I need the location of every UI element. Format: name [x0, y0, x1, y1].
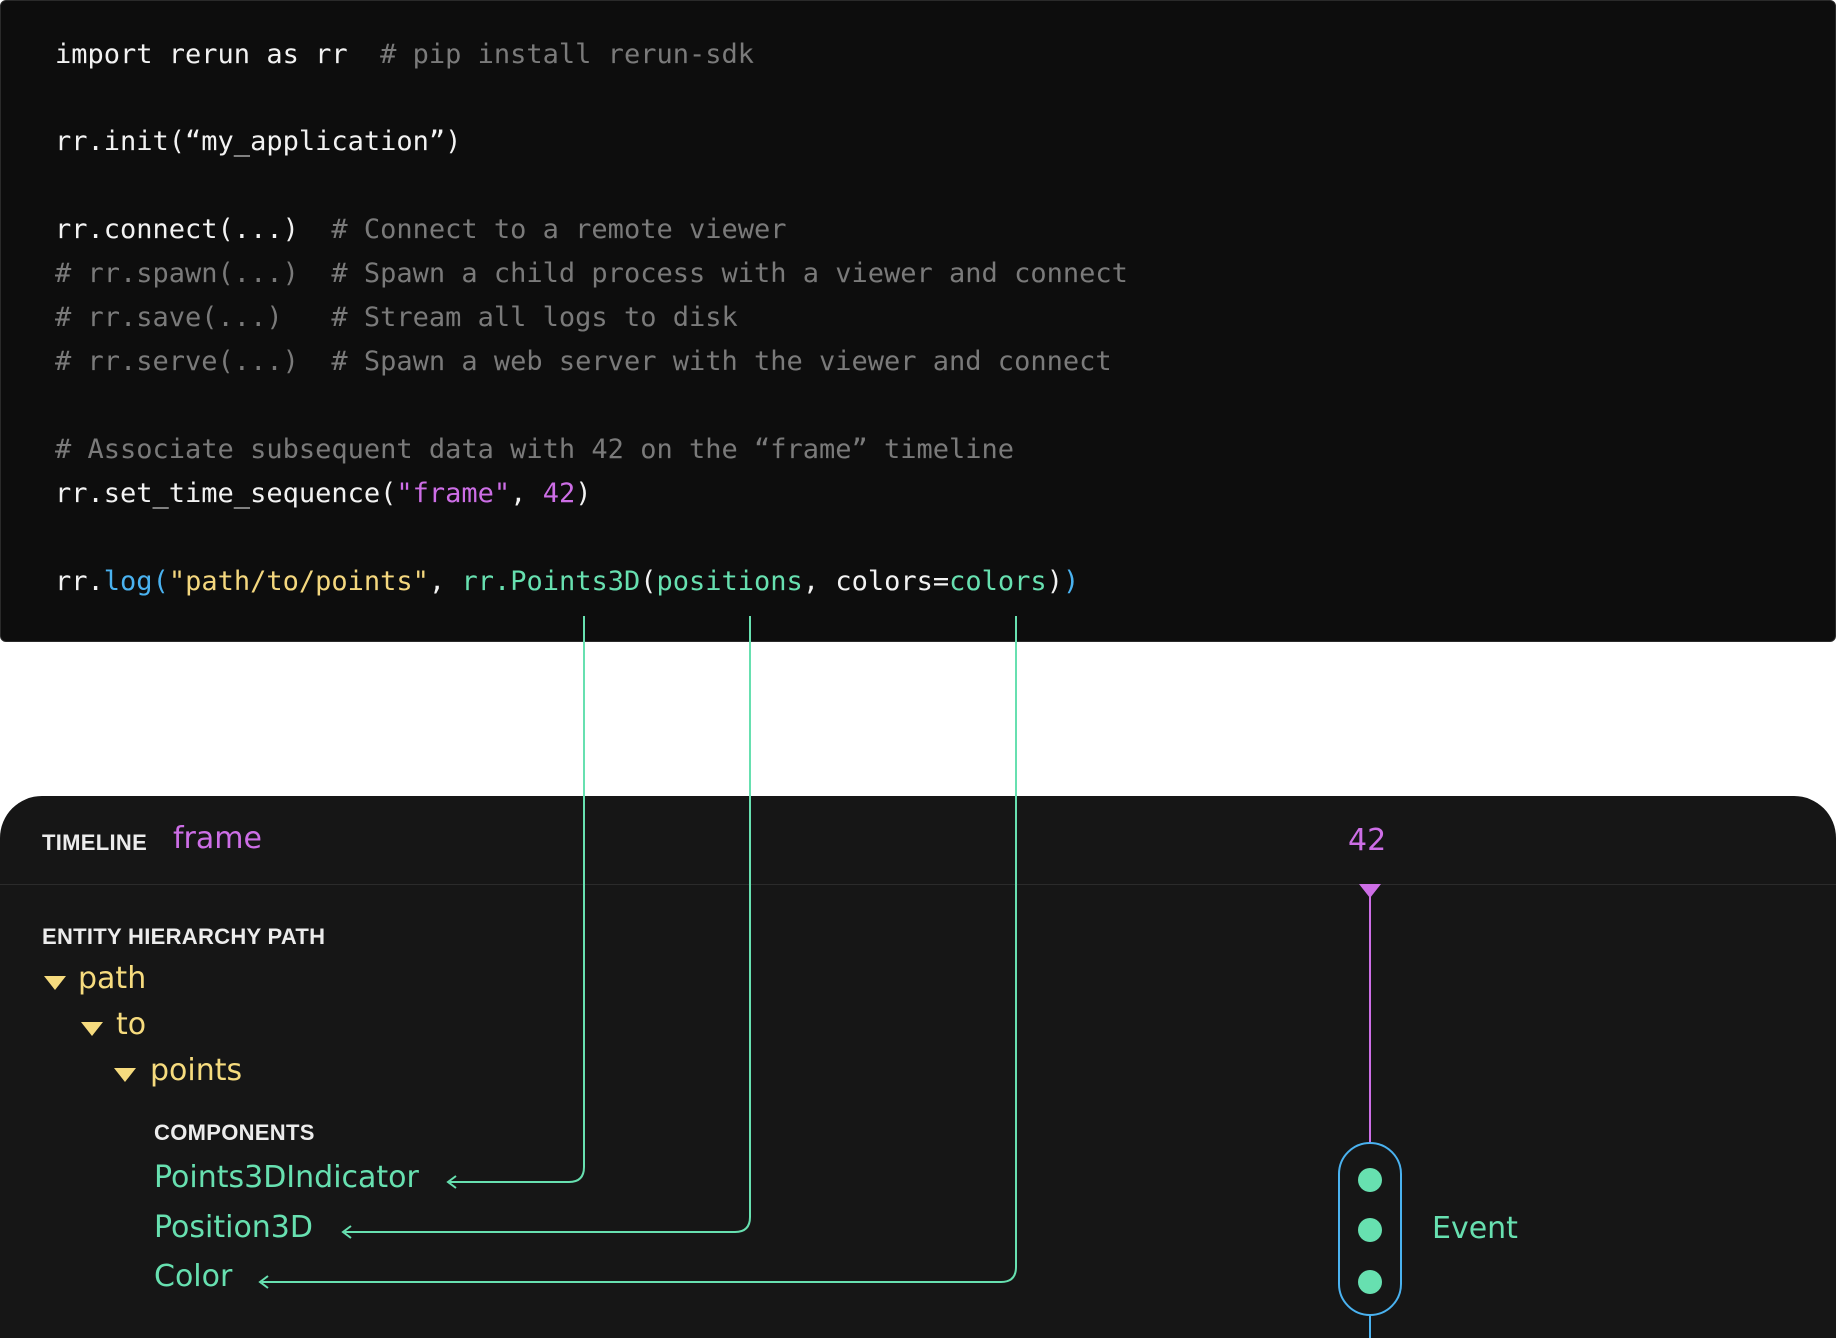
component-color[interactable]: Color — [154, 1259, 233, 1294]
arrowhead-icon — [446, 1175, 457, 1189]
code-line-save: # rr.save(...) # Stream all logs to disk — [55, 301, 738, 335]
code-line-serve: # rr.serve(...) # Spawn a web server wit… — [55, 345, 1112, 379]
code-token: rr.init(“my_application”) — [55, 126, 462, 157]
code-line-init: rr.init(“my_application”) — [55, 125, 461, 159]
time-cursor[interactable] — [1359, 884, 1381, 1338]
code-token: , — [510, 478, 543, 509]
code-comment: # rr.save(...) # Stream all logs to disk — [55, 302, 738, 333]
code-line-import: import rerun as rr # pip install rerun-s… — [55, 38, 754, 72]
expand-triangle-icon[interactable] — [114, 1068, 136, 1082]
entity-hierarchy-label: ENTITY HIERARCHY PATH — [42, 924, 326, 949]
arrowhead-icon — [341, 1225, 352, 1239]
code-token: , colors= — [802, 566, 950, 597]
tree-item-path[interactable]: path — [78, 961, 147, 996]
timeline-name[interactable]: frame — [173, 821, 262, 856]
connector-positions-to-position3d — [345, 616, 751, 1233]
code-token: rr. — [55, 566, 104, 597]
expand-triangle-icon[interactable] — [44, 976, 66, 990]
code-comment: # pip install rerun-sdk — [380, 39, 754, 70]
code-token: ) — [575, 478, 592, 509]
code-token: rr.connect(...) — [55, 214, 332, 245]
code-comment: # Connect to a remote viewer — [331, 214, 787, 245]
event-group[interactable] — [1338, 1142, 1402, 1316]
code-line-connect: rr.connect(...) # Connect to a remote vi… — [55, 213, 787, 247]
code-comment: # Associate subsequent data with 42 on t… — [55, 434, 1015, 465]
code-points3d: rr.Points3D — [461, 566, 641, 597]
tree-item-points[interactable]: points — [150, 1053, 243, 1088]
timeline-panel: TIMELINE frame 42 ENTITY HIERARCHY PATH … — [0, 796, 1836, 1338]
code-line-associate-comment: # Associate subsequent data with 42 on t… — [55, 433, 1014, 467]
event-dot — [1358, 1168, 1382, 1192]
code-colors: colors — [949, 566, 1047, 597]
event-dot — [1358, 1270, 1382, 1294]
components-label: COMPONENTS — [154, 1120, 315, 1145]
connector-colors-to-color — [262, 616, 1017, 1283]
expand-triangle-icon[interactable] — [81, 1022, 103, 1036]
arrowhead-icon — [258, 1275, 269, 1289]
tree-item-to[interactable]: to — [116, 1007, 147, 1042]
code-string-path: "path/to/points" — [168, 566, 429, 597]
code-line-log: rr.log("path/to/points", rr.Points3D(pos… — [55, 565, 1079, 599]
code-token: rr.set_time_sequence( — [55, 478, 397, 509]
code-positions: positions — [656, 566, 803, 597]
code-token: ( — [152, 566, 169, 597]
code-line-set-time: rr.set_time_sequence("frame", 42) — [55, 477, 591, 511]
code-comment: # rr.serve(...) # Spawn a web server wit… — [55, 346, 1112, 377]
code-log-fn: log — [103, 566, 153, 597]
code-token: ( — [640, 566, 657, 597]
event-dot — [1358, 1218, 1382, 1242]
timeline-divider — [0, 884, 1836, 885]
code-string-frame: "frame" — [396, 478, 511, 509]
component-position3d[interactable]: Position3D — [154, 1210, 313, 1245]
code-token: , — [428, 566, 462, 597]
code-token: ) — [1046, 566, 1063, 597]
code-line-spawn: # rr.spawn(...) # Spawn a child process … — [55, 257, 1128, 291]
code-token: ) — [1062, 566, 1080, 597]
time-marker-value: 42 — [1348, 823, 1387, 858]
code-panel: import rerun as rr # pip install rerun-s… — [0, 0, 1836, 642]
code-number-42: 42 — [542, 478, 576, 509]
event-label: Event — [1432, 1211, 1518, 1246]
time-cursor-head-icon — [1359, 884, 1381, 898]
connector-points3d-to-indicator — [450, 616, 585, 1183]
timeline-label: TIMELINE — [42, 830, 148, 855]
code-token: import rerun as rr — [55, 39, 381, 70]
code-comment: # rr.spawn(...) # Spawn a child process … — [55, 258, 1128, 289]
component-points3dindicator[interactable]: Points3DIndicator — [154, 1160, 419, 1195]
